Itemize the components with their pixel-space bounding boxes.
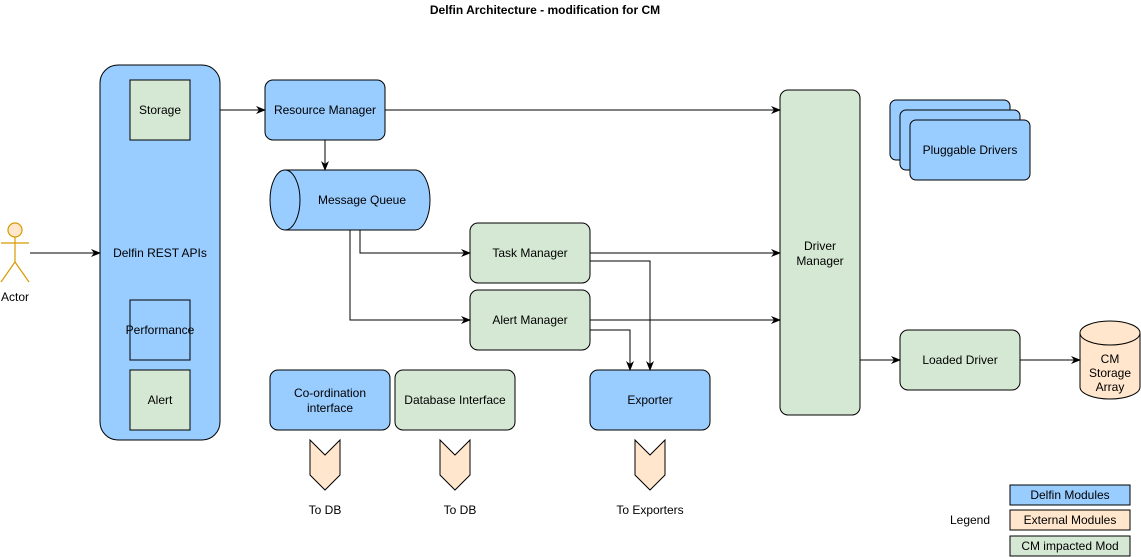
legend-swatch-cm: [1009, 535, 1131, 557]
legend-external-label: External Modules: [1024, 513, 1117, 527]
actor-icon: [0, 222, 30, 283]
driver-manager-box: Driver Manager: [779, 89, 861, 416]
rest-api-label: Delfin REST APIs: [113, 246, 207, 260]
alert-api-label: Alert: [148, 393, 173, 407]
pluggable-drivers-stack: Pluggable Drivers: [889, 99, 1031, 181]
coordination-label-line1: Co-ordination: [294, 386, 366, 400]
edge-task-manager-to-exporter: [590, 260, 654, 371]
legend-delfin-label: Delfin Modules: [1030, 488, 1109, 502]
database-interface-box: Database Interface: [394, 369, 516, 431]
loaded-driver-label: Loaded Driver: [922, 353, 997, 367]
edge-queue-to-alert-manager: [349, 230, 471, 324]
alert-manager-box: Alert Manager: [469, 289, 591, 351]
storage-array-label-line3: Array: [1096, 380, 1125, 394]
legend-title: Legend: [950, 513, 990, 527]
coordination-interface-box: Co-ordination interface: [269, 369, 391, 431]
alert-api-box: Alert: [129, 369, 191, 431]
driver-manager-label-line2: Manager: [796, 254, 843, 268]
to-exporters-chevron: [634, 438, 666, 491]
to-db-chevron-2: [439, 438, 471, 491]
exporter-label: Exporter: [627, 393, 672, 407]
legend-swatch-external: [1009, 509, 1131, 531]
coordination-label-line2: interface: [307, 401, 353, 415]
performance-api-box: Performance: [126, 299, 195, 361]
resource-manager-box: Resource Manager: [264, 79, 386, 141]
message-queue-label: Message Queue: [318, 193, 406, 207]
to-db-label-1: To DB: [309, 503, 342, 517]
resource-manager-label: Resource Manager: [274, 103, 376, 117]
edge-alert-manager-to-exporter: [590, 329, 634, 371]
exporter-box: Exporter: [589, 369, 711, 431]
storage-api-box: Storage: [129, 79, 191, 141]
task-manager-box: Task Manager: [469, 222, 591, 284]
actor-label: Actor: [1, 290, 29, 304]
storage-array-label-line1: CM: [1101, 352, 1120, 366]
edge-queue-to-task-manager: [359, 230, 471, 257]
legend-swatch-delfin: [1009, 484, 1131, 506]
to-exporters-label: To Exporters: [616, 503, 683, 517]
to-db-label-2: To DB: [444, 503, 477, 517]
storage-api-label: Storage: [139, 103, 181, 117]
legend: Legend Delfin Modules External Modules C…: [950, 484, 1131, 557]
message-queue-cylinder: Message Queue: [269, 169, 431, 231]
pluggable-drivers-label: Pluggable Drivers: [923, 143, 1018, 157]
task-manager-label: Task Manager: [492, 246, 567, 260]
legend-cm-label: CM impacted Mod: [1021, 539, 1118, 553]
connectors: [30, 106, 1081, 371]
actor: Actor: [0, 222, 30, 304]
driver-manager-label-line1: Driver: [804, 239, 836, 253]
loaded-driver-box: Loaded Driver: [899, 329, 1021, 391]
to-db-chevron-1: [309, 438, 341, 491]
database-interface-label: Database Interface: [404, 393, 506, 407]
storage-array-label-line2: Storage: [1089, 366, 1131, 380]
alert-manager-label: Alert Manager: [492, 313, 567, 327]
storage-array-cylinder: CM Storage Array: [1079, 320, 1141, 400]
performance-api-label: Performance: [126, 323, 195, 337]
diagram-title: Delfin Architecture - modification for C…: [430, 3, 660, 17]
